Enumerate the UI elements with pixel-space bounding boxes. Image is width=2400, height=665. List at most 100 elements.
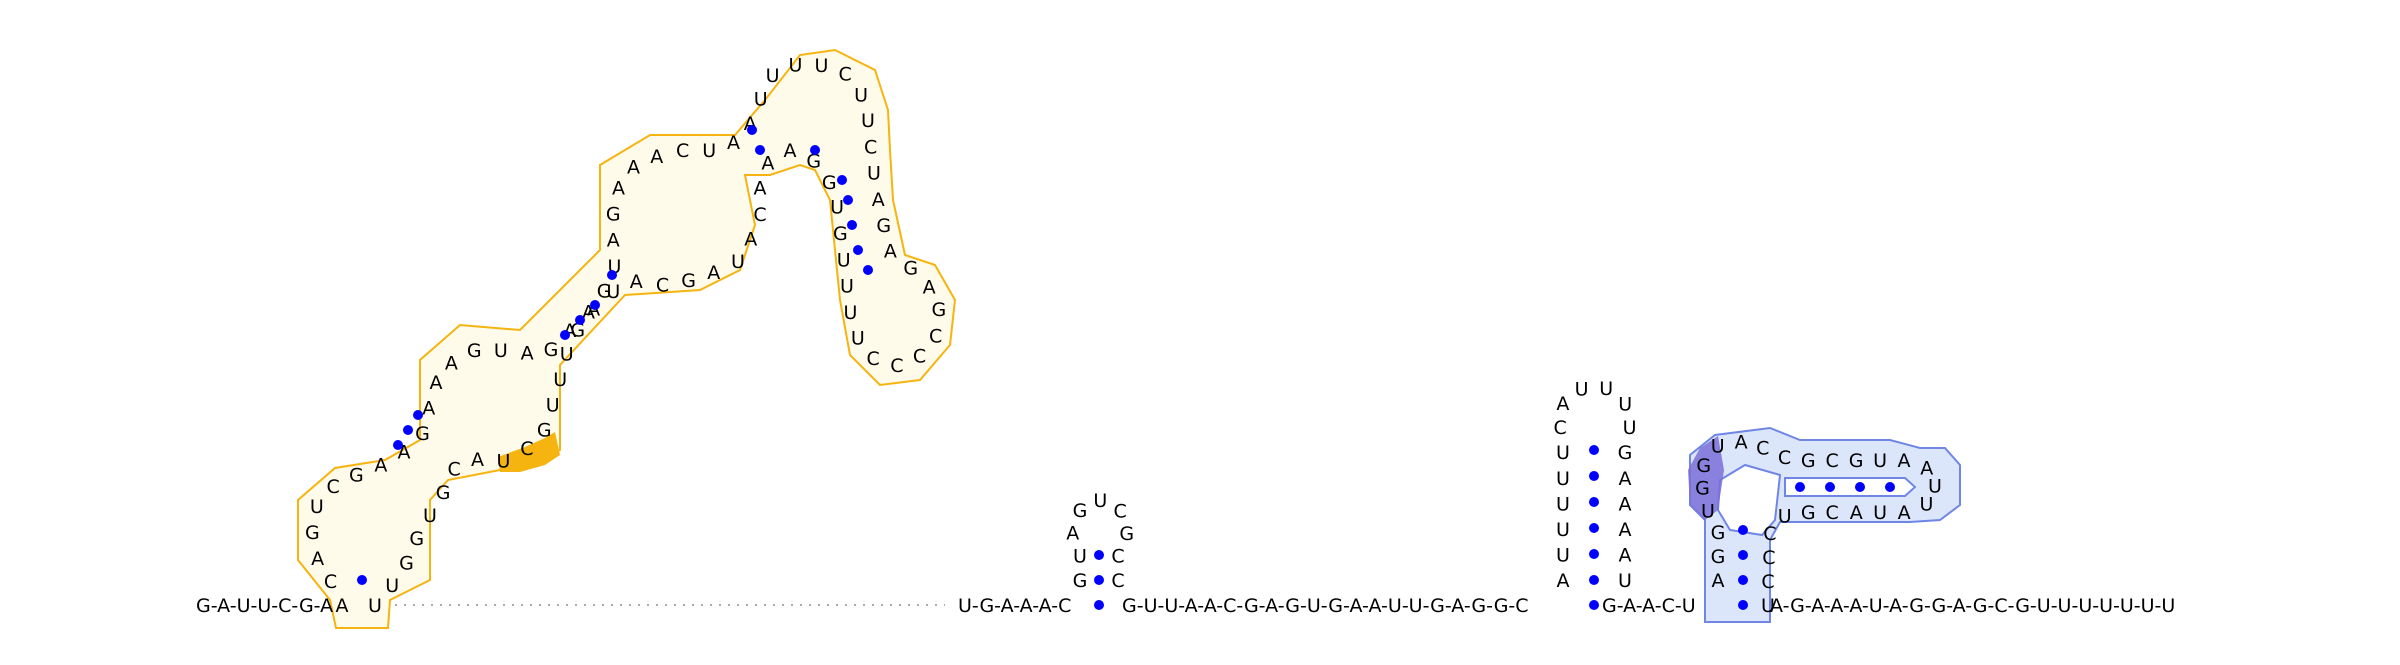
- hairpin2-base: G: [1618, 442, 1633, 464]
- orange-base: U: [754, 89, 768, 111]
- blue-pair-dot: [1738, 550, 1748, 560]
- orange-base: U: [844, 302, 858, 324]
- blue-base: G: [1696, 455, 1711, 477]
- hairpin1-pair-dot: [1094, 575, 1104, 585]
- blue-pair-dot: [1738, 575, 1748, 585]
- orange-base: G: [467, 340, 482, 362]
- blue-inner-stem-capsule: [1784, 477, 1917, 497]
- orange-base: A: [430, 372, 443, 394]
- blue-base: G: [1801, 450, 1816, 472]
- orange-base: U: [423, 505, 437, 527]
- orange-base: U: [702, 140, 716, 162]
- blue-base: G: [1801, 502, 1816, 524]
- blue-pair-dot: [1855, 482, 1865, 492]
- blue-pair-dot: [1825, 482, 1835, 492]
- blue-domain: [1688, 426, 1961, 623]
- blue-base: C: [1762, 547, 1775, 569]
- blue-base: C: [1763, 523, 1776, 545]
- orange-base: A: [884, 240, 897, 262]
- orange-pair-dot: [747, 125, 757, 135]
- hairpin1-base: G: [1073, 500, 1088, 522]
- blue-base: A: [1850, 502, 1863, 524]
- orange-base: C: [324, 571, 337, 593]
- orange-base: C: [520, 438, 533, 460]
- hairpin2-base: U: [1556, 544, 1570, 566]
- blue-pair-dot: [1738, 525, 1748, 535]
- orange-base: G: [399, 552, 414, 574]
- orange-base: A: [754, 177, 767, 199]
- blue-pair-dot: [1795, 482, 1805, 492]
- orange-base: C: [867, 348, 880, 370]
- orange-base: U: [560, 343, 574, 365]
- orange-base: U: [606, 281, 620, 303]
- blue-base: G: [1711, 546, 1726, 568]
- orange-base: G: [409, 528, 424, 550]
- blue-base: U: [1701, 501, 1715, 523]
- orange-pair-dot: [575, 315, 585, 325]
- hairpin1-base: U: [1073, 546, 1087, 568]
- hairpin2-base: A: [1619, 468, 1632, 490]
- orange-highlight-segment: [498, 432, 560, 472]
- orange-base: G: [537, 420, 552, 442]
- orange-base: U: [546, 395, 560, 417]
- orange-base: A: [422, 398, 435, 420]
- hairpin2-base: U: [1618, 570, 1632, 592]
- linker-3-sequence: G-A-A-C-U: [1602, 595, 1696, 617]
- blue-base: G: [1849, 450, 1864, 472]
- hairpin2-base: U: [1623, 417, 1637, 439]
- blue-base: A: [1898, 450, 1911, 472]
- orange-base: A: [707, 262, 720, 284]
- orange-base: C: [864, 136, 877, 158]
- orange-base: U: [494, 340, 508, 362]
- orange-domain: [297, 48, 957, 629]
- blue-base: A: [1898, 502, 1911, 524]
- hairpin1-base: U: [1093, 490, 1107, 512]
- blue-base: G: [1695, 478, 1710, 500]
- orange-pair-dot: [837, 175, 847, 185]
- orange-base: G: [415, 423, 430, 445]
- orange-base: G: [570, 320, 585, 342]
- orange-base: A: [445, 352, 458, 374]
- orange-base: A: [784, 140, 797, 162]
- blue-base: A: [1920, 457, 1933, 479]
- orange-base: G: [349, 465, 364, 487]
- orange-base: C: [448, 459, 461, 481]
- blue-base: C: [1826, 502, 1839, 524]
- baseline-pair-dots: [1094, 600, 1599, 610]
- blue-pair-dot: [1885, 482, 1895, 492]
- hairpin2-base: U: [1556, 493, 1570, 515]
- orange-pair-dot: [853, 245, 863, 255]
- hairpin2-pair-dot: [1589, 471, 1599, 481]
- blue-base: U: [1711, 436, 1725, 458]
- hairpin1-base: C: [1114, 501, 1127, 523]
- orange-domain-pair-dots: [357, 125, 873, 585]
- orange-pair-dot: [755, 145, 765, 155]
- orange-base: U: [788, 55, 802, 77]
- hairpin1-base: G: [1073, 570, 1088, 592]
- orange-base: A: [311, 548, 324, 570]
- hairpin2-base: A: [1557, 570, 1570, 592]
- hairpin2-base: C: [1553, 417, 1566, 439]
- orange-base: G: [544, 339, 559, 361]
- orange-base: U: [867, 163, 881, 185]
- orange-base: U: [310, 496, 324, 518]
- orange-base: A: [627, 157, 640, 179]
- orange-base: G: [436, 482, 451, 504]
- orange-base: A: [650, 146, 663, 168]
- orange-base: U: [553, 369, 567, 391]
- linker-1-sequence: U-G-A-A-A-C: [958, 595, 1071, 617]
- hairpin2-base: U: [1575, 378, 1589, 400]
- orange-pair-dot: [560, 330, 570, 340]
- baseline-sequence: G-A-U-U-C-G-A U-G-A-A-A-C G-U-U-A-A-C-G-…: [196, 595, 2175, 617]
- orange-base: U: [496, 450, 510, 472]
- orange-base: U: [766, 65, 780, 87]
- orange-pair-dot: [590, 300, 600, 310]
- orange-base: G: [305, 522, 320, 544]
- orange-base: G: [806, 151, 821, 173]
- orange-pair-dot: [393, 440, 403, 450]
- orange-base: A: [336, 595, 349, 617]
- orange-base: A: [607, 230, 620, 252]
